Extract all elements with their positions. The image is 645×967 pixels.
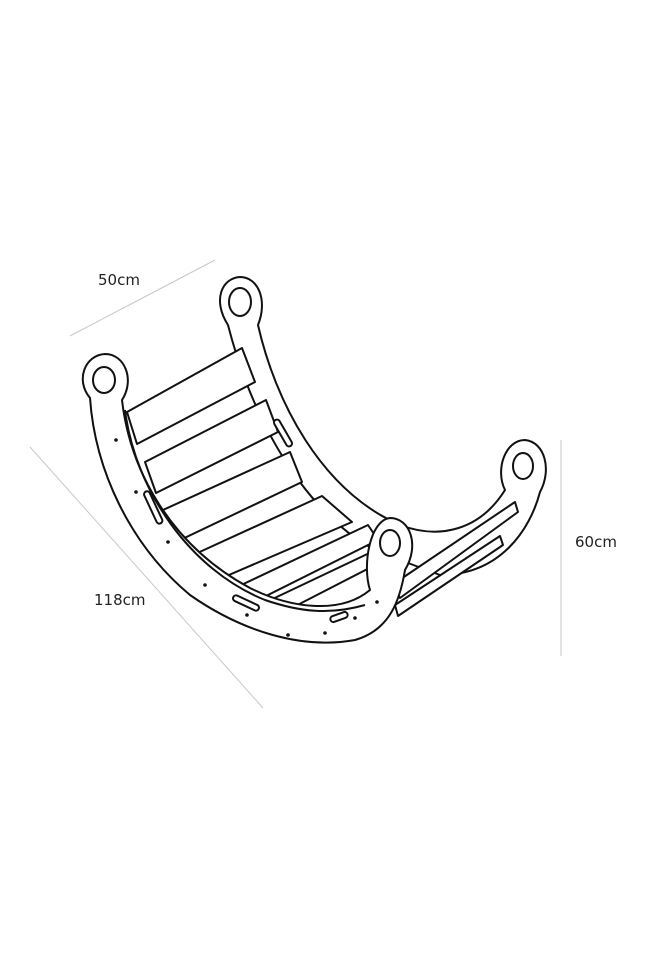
- bolt-holes: [114, 438, 379, 637]
- front-right-handle-hole: [379, 529, 401, 557]
- height-label: 60cm: [575, 533, 617, 551]
- slat: [126, 347, 256, 445]
- back-handle-hole: [228, 287, 252, 317]
- front-handle-hole: [92, 366, 116, 394]
- width-label: 50cm: [98, 271, 140, 289]
- front-inner-rail: [124, 409, 366, 612]
- length-dimension-line: [29, 446, 264, 709]
- slot: [232, 594, 260, 612]
- base-rail: [394, 535, 504, 617]
- width-dimension-line: [69, 259, 216, 337]
- front-side-board: [81, 353, 414, 644]
- slot: [273, 418, 293, 448]
- slot: [329, 610, 349, 624]
- slot: [143, 490, 164, 525]
- length-label: 118cm: [94, 591, 146, 609]
- back-right-handle-hole: [512, 452, 534, 480]
